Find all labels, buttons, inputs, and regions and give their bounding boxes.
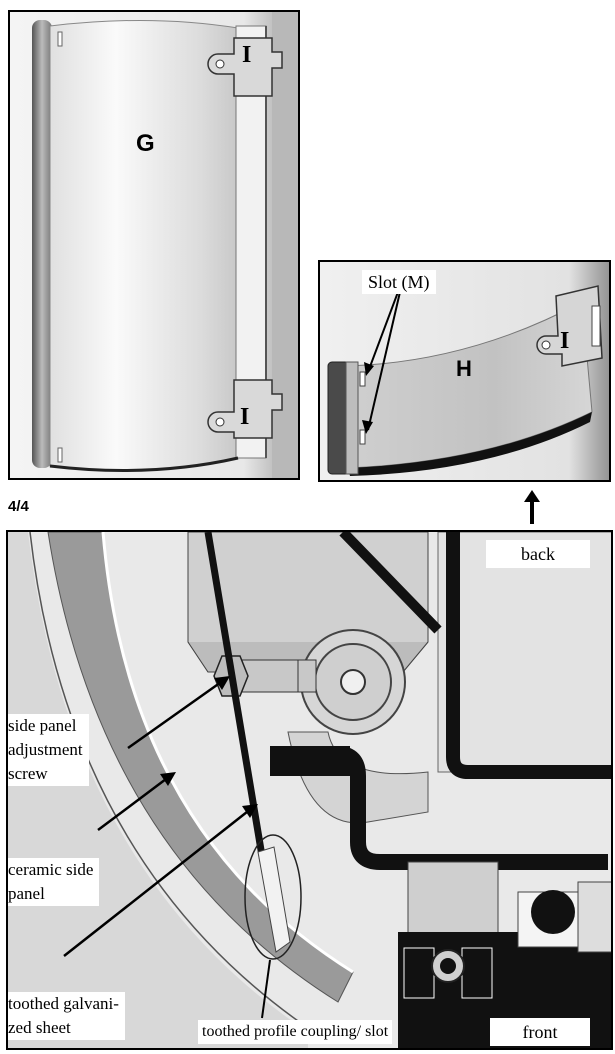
assembly-detail-illustration: back front side panel adjustment screw c… bbox=[6, 530, 613, 1050]
coupling-slot-ellipse bbox=[244, 834, 302, 960]
label-sheet-line-1: toothed galvani- bbox=[8, 994, 119, 1013]
panel-g-shell bbox=[49, 19, 239, 471]
label-screw-line-1: side panel bbox=[8, 716, 77, 735]
panel-h-illustration: Slot (M) H I bbox=[318, 260, 611, 482]
label-screw-line-2: adjustment bbox=[8, 740, 83, 759]
frame-profile-right bbox=[446, 532, 611, 779]
bracket-i-h bbox=[536, 285, 603, 367]
assembly-detail-drawing bbox=[8, 532, 611, 1048]
label-coupling-slot: toothed profile coupling/ slot bbox=[198, 1020, 393, 1044]
panel-g-rolled-edge bbox=[32, 20, 52, 468]
bracket-label-h: I bbox=[560, 328, 570, 354]
panel-g-drawing bbox=[10, 12, 298, 478]
label-front: front bbox=[490, 1018, 590, 1046]
panel-h-drawing bbox=[320, 262, 609, 480]
up-arrow-icon bbox=[524, 490, 540, 524]
label-screw-line-3: screw bbox=[8, 764, 48, 783]
bracket-label-bottom: I bbox=[240, 404, 250, 430]
label-ceramic-line-2: panel bbox=[8, 884, 45, 903]
step-indicator: 4/4 bbox=[8, 498, 29, 515]
part-label-g: G bbox=[136, 130, 155, 157]
label-galvanized-sheet: toothed galvani- zed sheet bbox=[8, 992, 125, 1040]
slot-m-upper bbox=[359, 371, 366, 387]
slot-m-label: Slot (M) bbox=[362, 270, 436, 294]
panel-g-illustration: G I I bbox=[8, 10, 300, 480]
label-adjustment-screw: side panel adjustment screw bbox=[8, 714, 89, 786]
part-label-h: H bbox=[456, 356, 472, 381]
bracket-i-bottom bbox=[207, 379, 283, 439]
label-sheet-line-2: zed sheet bbox=[8, 1018, 71, 1037]
slot-m-lower bbox=[359, 429, 366, 445]
bracket-i-top bbox=[207, 37, 283, 97]
label-back: back bbox=[486, 540, 590, 568]
label-ceramic-panel: ceramic side panel bbox=[8, 858, 100, 906]
bracket-label-top: I bbox=[242, 42, 252, 68]
label-ceramic-line-1: ceramic side bbox=[8, 860, 94, 879]
